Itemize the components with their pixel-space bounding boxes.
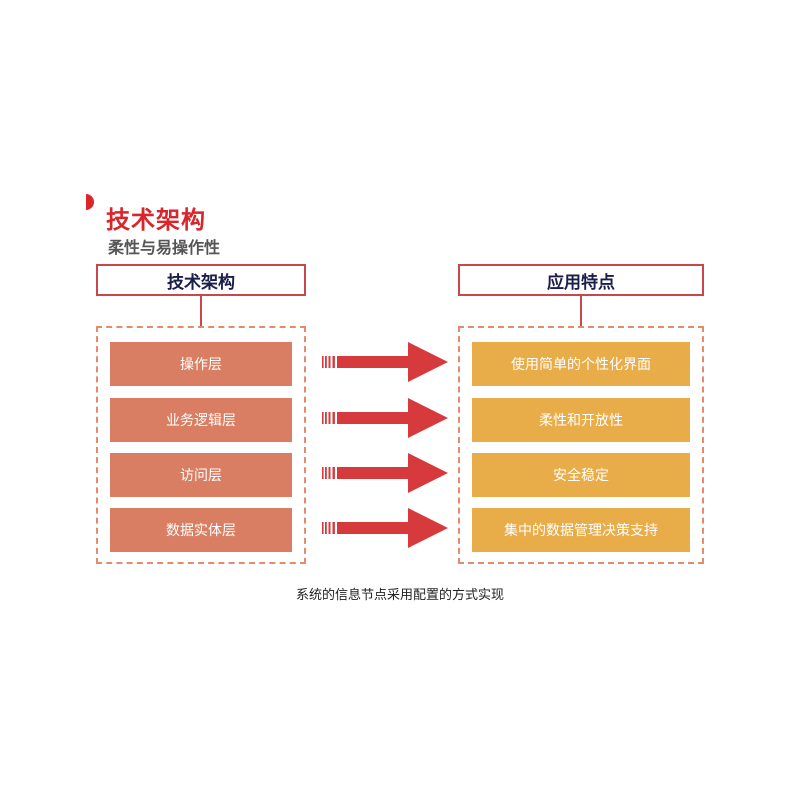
feature-box-centralized-data-management: 集中的数据管理决策支持	[472, 508, 690, 552]
layer-box-operation: 操作层	[110, 342, 292, 386]
arrow-right-icon	[322, 398, 448, 438]
architecture-column-header: 技术架构	[96, 264, 306, 296]
feature-box-personalized-ui: 使用简单的个性化界面	[472, 342, 690, 386]
arrow-right-icon	[322, 508, 448, 548]
features-column-header: 应用特点	[458, 264, 704, 296]
arrow-right-icon	[322, 342, 448, 382]
layer-box-business-logic: 业务逻辑层	[110, 398, 292, 442]
diagram-caption: 系统的信息节点采用配置的方式实现	[295, 588, 504, 603]
architecture-layers-group	[96, 326, 306, 564]
page-subtitle: 柔性与易操作性	[108, 238, 221, 257]
arrow-right-icon	[322, 453, 448, 493]
layer-box-data-entity: 数据实体层	[110, 508, 292, 552]
page-title: 技术架构	[106, 206, 206, 234]
features-header-connector	[580, 296, 582, 326]
layer-box-access: 访问层	[110, 453, 292, 497]
feature-box-security-stability: 安全稳定	[472, 453, 690, 497]
feature-box-flexibility-openness: 柔性和开放性	[472, 398, 690, 442]
features-group	[458, 326, 704, 564]
architecture-header-connector	[200, 296, 202, 326]
title-accent-mark	[86, 194, 94, 210]
